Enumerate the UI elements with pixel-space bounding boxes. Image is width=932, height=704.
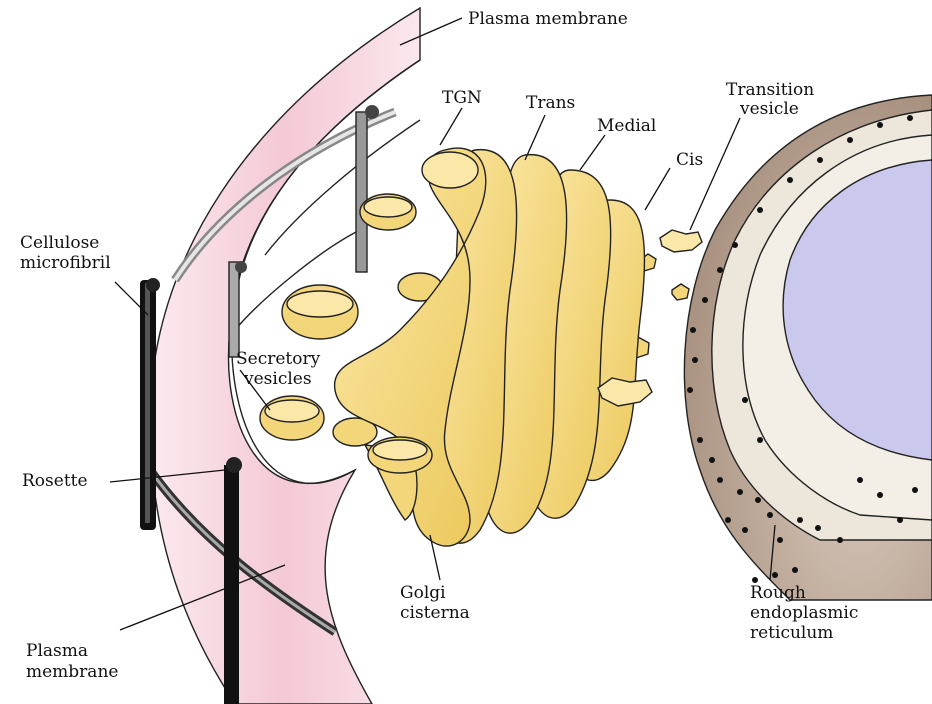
vesicle — [282, 285, 358, 339]
label-secretory-vesicles: Secretory vesicles — [236, 349, 326, 389]
label-cis: Cis — [676, 150, 703, 170]
label-plasma-membrane-top: Plasma membrane — [468, 9, 628, 29]
label-golgi-cisterna: Golgi cisterna — [400, 583, 470, 623]
label-plasma-membrane-bottom: Plasma membrane — [26, 641, 118, 682]
transition-vesicle — [660, 230, 702, 252]
vesicle — [360, 194, 416, 230]
label-tgn: TGN — [442, 88, 482, 108]
label-transition-vesicle: Transition vesicle — [726, 80, 820, 119]
rough-er-and-nucleus — [684, 95, 932, 600]
label-trans: Trans — [526, 93, 575, 113]
rosette-icon — [365, 105, 379, 119]
label-medial: Medial — [597, 116, 656, 136]
vesicle — [260, 396, 324, 440]
label-rosette: Rosette — [22, 471, 88, 491]
label-cellulose-microfibril: Cellulose microfibril — [20, 233, 111, 273]
